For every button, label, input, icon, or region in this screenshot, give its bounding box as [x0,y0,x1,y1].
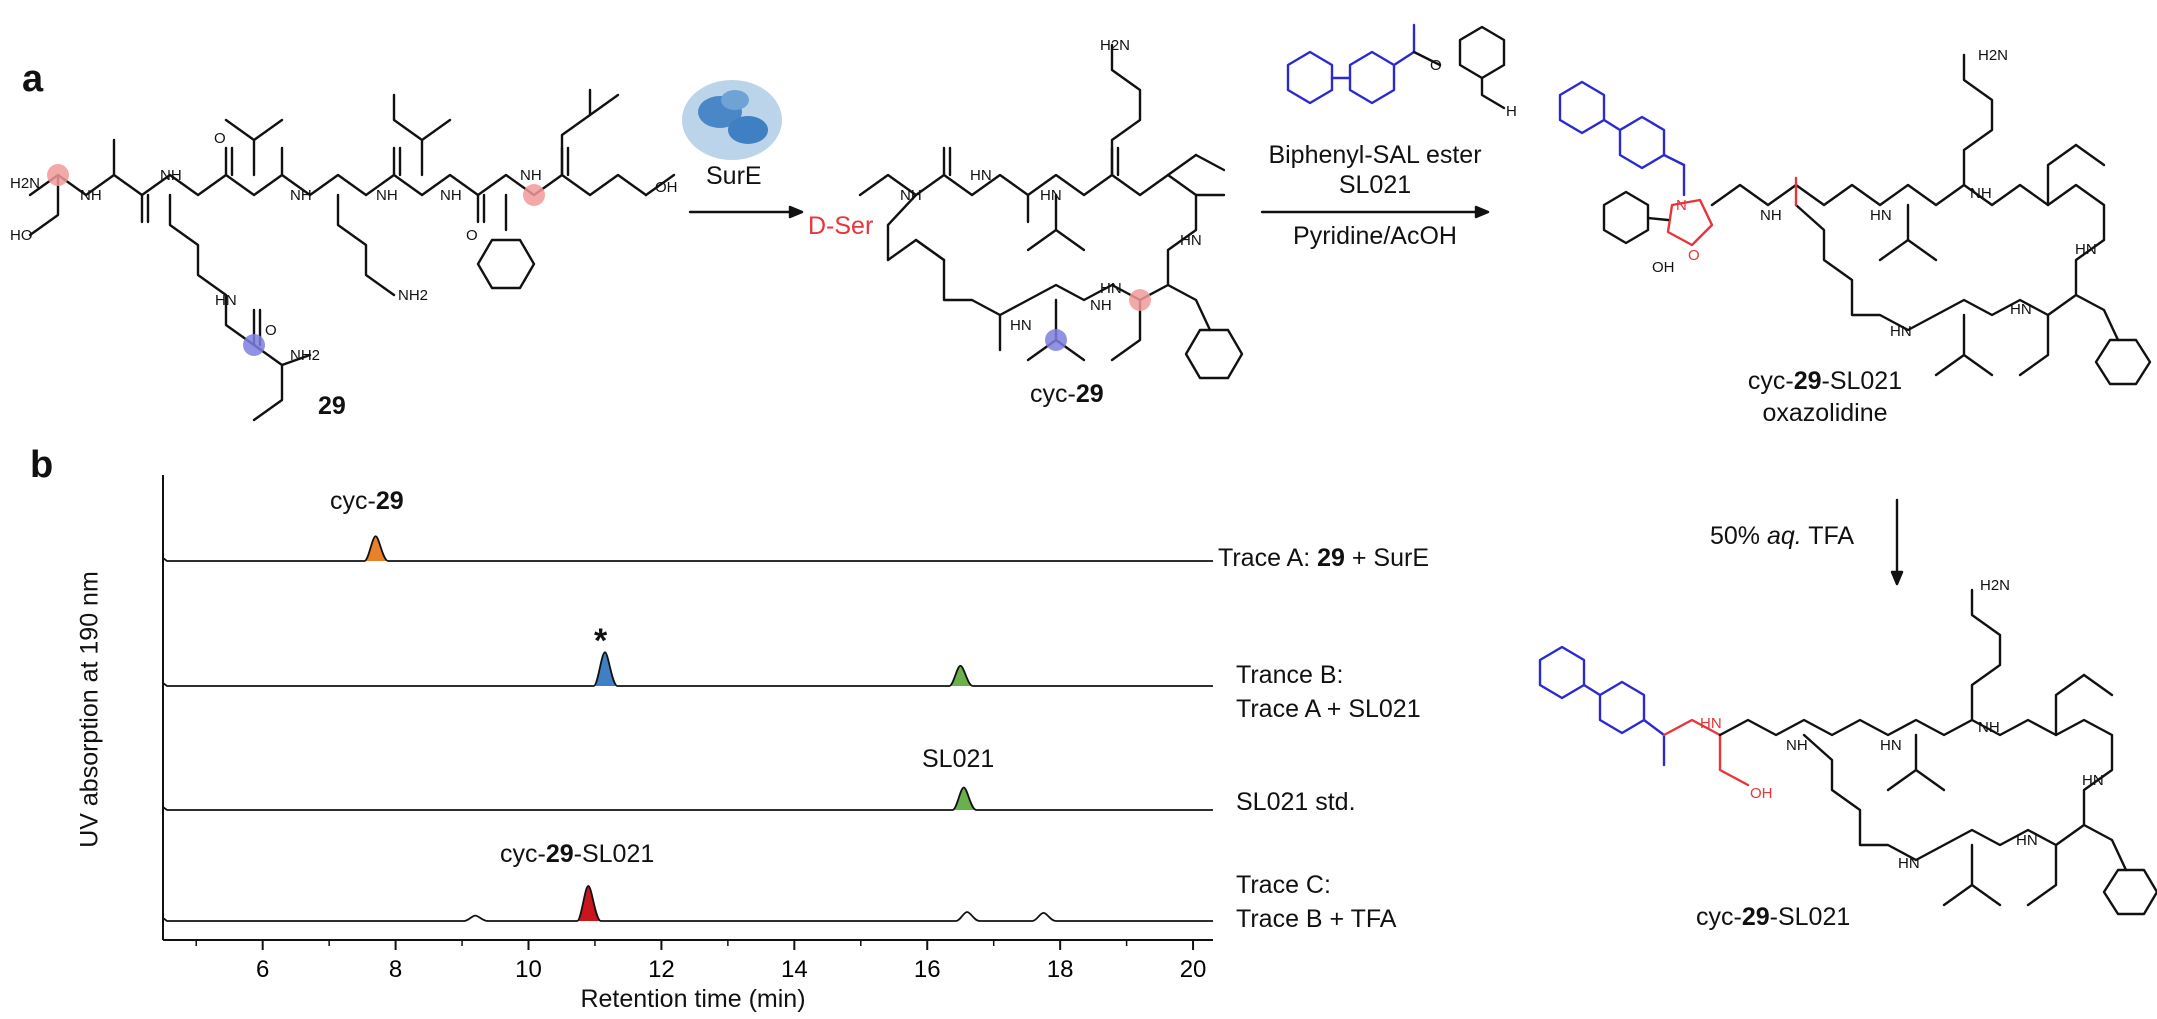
atom-h2n: H2N [10,175,40,192]
atom-hn: HN [1880,737,1902,754]
atom-nh: NH [1786,737,1808,754]
atom-hn: HN [2082,772,2104,789]
trace-label-c: Trace C: Trace B + TFA [1236,871,1397,933]
atom-nh: NH [900,187,922,204]
atom-hn: HN [1040,187,1062,204]
peak-label-sl021: SL021 [922,745,995,773]
sure-label: SurE [706,162,762,190]
atom-hn: HN [1890,323,1912,340]
stereo-dot-cyc-ile [1045,329,1067,351]
y-axis-label: UV absorption at 190 nm [75,571,104,848]
atom-h2n: H2N [1100,37,1130,54]
trace-line [162,651,1213,687]
x-tick-label: 18 [1047,956,1074,983]
ox-backbone [1710,183,2106,332]
atom-o: O [214,130,226,147]
stereo-dot-ile [243,334,265,356]
atom-n: N [1676,197,1687,214]
atom-nh: NH [440,187,462,204]
trace-line [162,884,1213,922]
atom-nh2: NH2 [290,347,320,364]
atom-h: H [1506,103,1517,120]
peak-fill [952,787,977,810]
atom-nh: NH [1090,297,1112,314]
atom-nh: NH [1970,185,1992,202]
x-tick-label: 8 [389,956,402,983]
atom-oh: OH [1750,785,1773,802]
atom-h2n: H2N [1978,47,2008,64]
atom-nh: NH [160,167,182,184]
step3-label: 50% aq. TFA [1710,522,1855,550]
atom-o: O [265,322,277,339]
atom-hn: HN [2010,301,2032,318]
stereo-dot-ser [47,164,69,186]
cyclic-backbone [858,173,1198,317]
peak-fill [364,536,389,561]
step2-conditions: Pyridine/AcOH [1293,222,1457,250]
cyc29-label: cyc-29 [1030,380,1104,408]
oxazolidine-label: cyc-29-SL021 oxazolidine [1747,367,1903,427]
stereo-dot-leu [523,184,545,206]
peak-fill [593,652,618,686]
trace-label-a: Trace A: 29 + SurE [1218,544,1429,572]
atom-hn: HN [1870,207,1892,224]
compound-29-label: 29 [318,392,346,420]
atom-hn: HN [970,167,992,184]
stereo-dot-cyc-leu [1129,289,1151,311]
panel-label-a: a [22,58,44,100]
trace-label-std: SL021 std. [1236,788,1356,816]
final-product-label: cyc-29-SL021 [1696,903,1851,931]
trace-line [162,535,1213,562]
peak-label-cyc29-sl021: cyc-29-SL021 [500,840,655,868]
x-tick-label: 12 [648,956,675,983]
atom-hn: HN [2016,832,2038,849]
atom-o: O [1688,247,1700,264]
dser-label: D-Ser [808,212,874,240]
x-tick-label: 10 [515,956,542,983]
atom-o: O [466,227,478,244]
peak-label-cyc29: cyc-29 [330,487,404,515]
atom-nh2: NH2 [398,287,428,304]
atom-oh: OH [655,179,678,196]
x-axis-label: Retention time (min) [580,985,806,1013]
atom-hn: HN [1100,280,1122,297]
x-tick-label: 14 [781,956,808,983]
atom-nh: NH [1760,207,1782,224]
atom-hn: HN [1898,855,1920,872]
atom-hn: HN [1180,232,1202,249]
peak-label-star: * [594,622,608,660]
atom-o: O [1430,57,1442,74]
step2-reagents-top: Biphenyl-SAL ester SL021 [1268,141,1482,199]
atom-nh: NH [376,187,398,204]
linear-backbone [28,173,648,197]
atom-hn: HN [1700,715,1722,732]
x-tick-label: 6 [256,956,269,983]
atom-oh: OH [1652,259,1675,276]
peak-fill [949,665,974,686]
peak-fill [577,885,601,921]
atom-nh: NH [1978,719,2000,736]
x-tick-label: 20 [1180,956,1207,983]
atom-hn: HN [1010,317,1032,334]
atom-h2n: H2N [1980,577,2010,594]
panel-label-b: b [30,444,54,486]
trace-label-b: Trance B: Trace A + SL021 [1236,661,1421,723]
x-tick-label: 16 [914,956,941,983]
atom-hn: HN [215,292,237,309]
atom-ho: HO [10,227,33,244]
atom-nh: NH [290,187,312,204]
trace-line [162,786,1213,811]
atom-hn: HN [2075,241,2097,258]
atom-nh: NH [520,167,542,184]
atom-nh: NH [80,187,102,204]
protein-icon [682,80,782,160]
final-backbone [1718,718,2114,862]
